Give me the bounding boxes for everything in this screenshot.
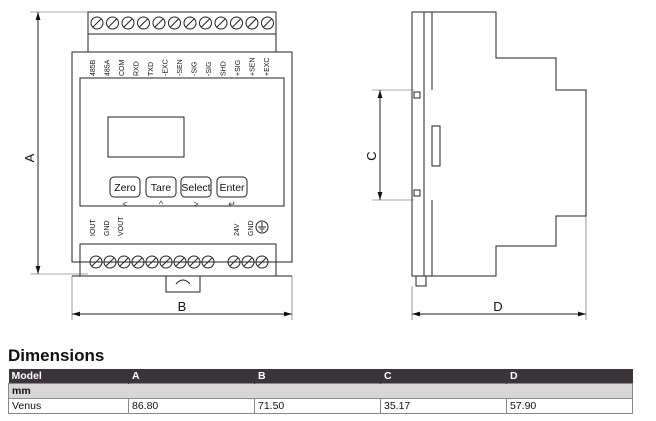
unit-label: mm (8, 383, 633, 399)
top-screw-row (90, 16, 274, 30)
keypad-enter-button[interactable]: Enter ↵ (216, 176, 248, 209)
dimension-d-label: D (493, 299, 502, 314)
keypad: Zero < Tare ^ Select > Enter ↵ (109, 176, 248, 209)
dimension-b-label: B (178, 299, 187, 314)
terminal-label: VOUT (118, 216, 125, 236)
header-b: B (254, 369, 381, 384)
keypad-arrow-label: < (122, 199, 127, 209)
terminal-label: GND (104, 220, 111, 236)
dimension-a-label: A (22, 153, 37, 162)
terminal-label: IOUT (90, 219, 97, 236)
keypad-arrow-label: > (193, 199, 198, 209)
dimension-d: D (411, 216, 587, 320)
keypad-button-label: Enter (219, 182, 245, 194)
terminal-label: +EXC (264, 58, 271, 76)
top-terminal-labels: 485B 485A COM RXD TXD -EXC -SEN -SIG -SIG SHD +SIG… (90, 58, 271, 76)
dimension-b: B (71, 276, 293, 320)
keypad-button-label: Select (181, 182, 210, 194)
terminal-screw-icon (137, 16, 150, 30)
dimension-c-label: C (364, 151, 379, 160)
keypad-select-button[interactable]: Select > (180, 176, 212, 209)
keypad-arrow-label: ↵ (228, 199, 236, 209)
terminal-label: -SIG (206, 62, 213, 76)
table-row: Venus 86.80 71.50 35.17 57.90 (8, 398, 633, 414)
cell-c: 35.17 (380, 398, 507, 414)
terminal-label: -SIG (192, 62, 199, 76)
terminal-screw-icon (201, 255, 215, 269)
terminal-screw-icon (117, 255, 131, 269)
header-model: Model (8, 369, 129, 384)
terminal-screw-icon (89, 255, 103, 269)
bottom-terminal-labels: IOUT GND VOUT 24V GND (90, 216, 255, 236)
cell-b: 71.50 (254, 398, 381, 414)
terminal-screw-icon (230, 16, 243, 30)
keypad-tare-button[interactable]: Tare ^ (145, 176, 177, 209)
terminal-screw-icon (173, 255, 187, 269)
terminal-screw-icon (90, 16, 104, 30)
unit-row: mm (8, 383, 633, 399)
terminal-label: -EXC (163, 59, 170, 76)
terminal-screw-icon (131, 255, 145, 269)
dimension-c: C (364, 89, 414, 201)
terminal-label: 24V (234, 223, 241, 236)
terminal-screw-icon (214, 16, 228, 30)
side-view (411, 11, 587, 287)
terminal-screw-icon (145, 255, 159, 269)
terminal-label: +SEN (250, 58, 257, 76)
terminal-label: +SIG (235, 60, 242, 76)
terminal-screw-icon (261, 16, 274, 30)
dimension-a: A (22, 11, 88, 275)
front-view (71, 11, 293, 293)
terminal-label: TXD (148, 62, 155, 76)
terminal-label: RXD (134, 61, 141, 76)
terminal-screw-icon (199, 16, 212, 30)
earth-ground-icon (255, 220, 269, 234)
terminal-screw-icon (241, 255, 255, 269)
terminal-label: 485B (90, 59, 97, 76)
terminal-screw-icon (187, 255, 201, 269)
terminal-screw-icon (227, 255, 241, 269)
dimensions-table: Model A B C D mm Venus 86.80 71.50 35.17… (8, 369, 633, 414)
cell-d: 57.90 (506, 398, 633, 414)
header-a: A (128, 369, 255, 384)
terminal-screw-icon (152, 16, 166, 30)
terminal-screw-icon (106, 16, 119, 30)
terminal-screw-icon (245, 16, 259, 30)
cell-a: 86.80 (128, 398, 255, 414)
keypad-arrow-label: ^ (159, 199, 164, 209)
terminal-label: GND (248, 220, 255, 236)
terminal-label: SHD (221, 61, 228, 76)
display-screen (107, 116, 185, 158)
header-d: D (506, 369, 633, 384)
terminal-label: -SEN (177, 59, 184, 76)
technical-drawing: 485B 485A COM RXD TXD -EXC -SEN -SIG -SIG SHD +SIG… (22, 11, 587, 320)
terminal-screw-icon (103, 255, 117, 269)
cell-model: Venus (8, 398, 129, 414)
terminal-label: COM (119, 60, 126, 77)
terminal-screw-icon (183, 16, 197, 30)
keypad-zero-button[interactable]: Zero < (109, 176, 141, 209)
keypad-button-label: Zero (114, 182, 136, 194)
terminal-label: 485A (105, 59, 112, 76)
terminal-screw-icon (159, 255, 173, 269)
terminal-screw-icon (255, 255, 269, 269)
table-header-row: Model A B C D (8, 369, 633, 384)
bottom-screw-row (89, 255, 269, 269)
terminal-screw-icon (121, 16, 135, 30)
dimensions-title: Dimensions (8, 346, 105, 365)
header-c: C (380, 369, 507, 384)
terminal-screw-icon (168, 16, 181, 30)
keypad-button-label: Tare (151, 182, 172, 194)
